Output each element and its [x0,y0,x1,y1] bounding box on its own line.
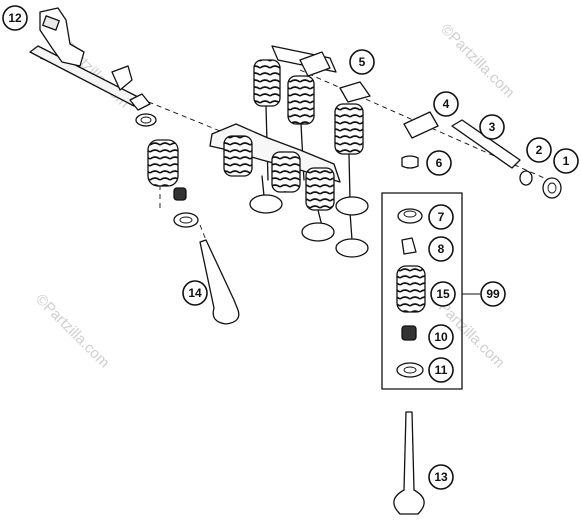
callout-13-label: 14 [188,286,202,300]
callout-14: 12 [2,5,28,31]
callout-6: 6 [426,150,452,176]
callout-6-label: 6 [436,156,443,170]
callout-11: 11 [428,357,454,383]
callout-4: 4 [433,91,459,117]
callout-3: 3 [479,114,505,140]
callout-5-label: 5 [359,55,366,69]
callout-99: 99 [480,281,506,307]
upper-valve-springs [253,45,371,201]
watermark-2: ©Partzilla.com [437,21,518,102]
callout-11-label: 11 [435,363,448,377]
left-valve-stack [147,139,240,325]
valve-12-drawing [393,411,425,515]
callout-14-label: 12 [8,11,22,25]
callout-7-label: 7 [438,210,445,224]
callout-1-label: 1 [563,154,570,168]
callout-8-label: 8 [438,242,445,256]
callout-15: 15 [430,281,456,307]
callout-2-label: 2 [536,143,543,157]
watermark-3: ©Partzilla.com [32,291,113,372]
callout-8: 8 [428,236,454,262]
callout-10-label: 10 [434,330,448,344]
left-rocker-assembly [29,7,157,127]
callout-13: 14 [182,280,208,306]
callout-2: 2 [526,137,552,163]
valve-kit-group [381,192,480,390]
rocker-shaft-parts [401,111,562,199]
callout-1: 1 [553,148,579,174]
callout-10: 10 [428,324,454,350]
central-valve-train [209,123,369,258]
callout-15-label: 15 [436,287,450,301]
callout-7: 7 [428,204,454,230]
callout-99-label: 99 [486,287,500,301]
callout-3-label: 3 [489,120,496,134]
callout-4-label: 4 [443,97,450,111]
callout-5: 5 [349,49,375,75]
callout-12: 13 [428,464,454,490]
callout-12-label: 13 [434,470,448,484]
